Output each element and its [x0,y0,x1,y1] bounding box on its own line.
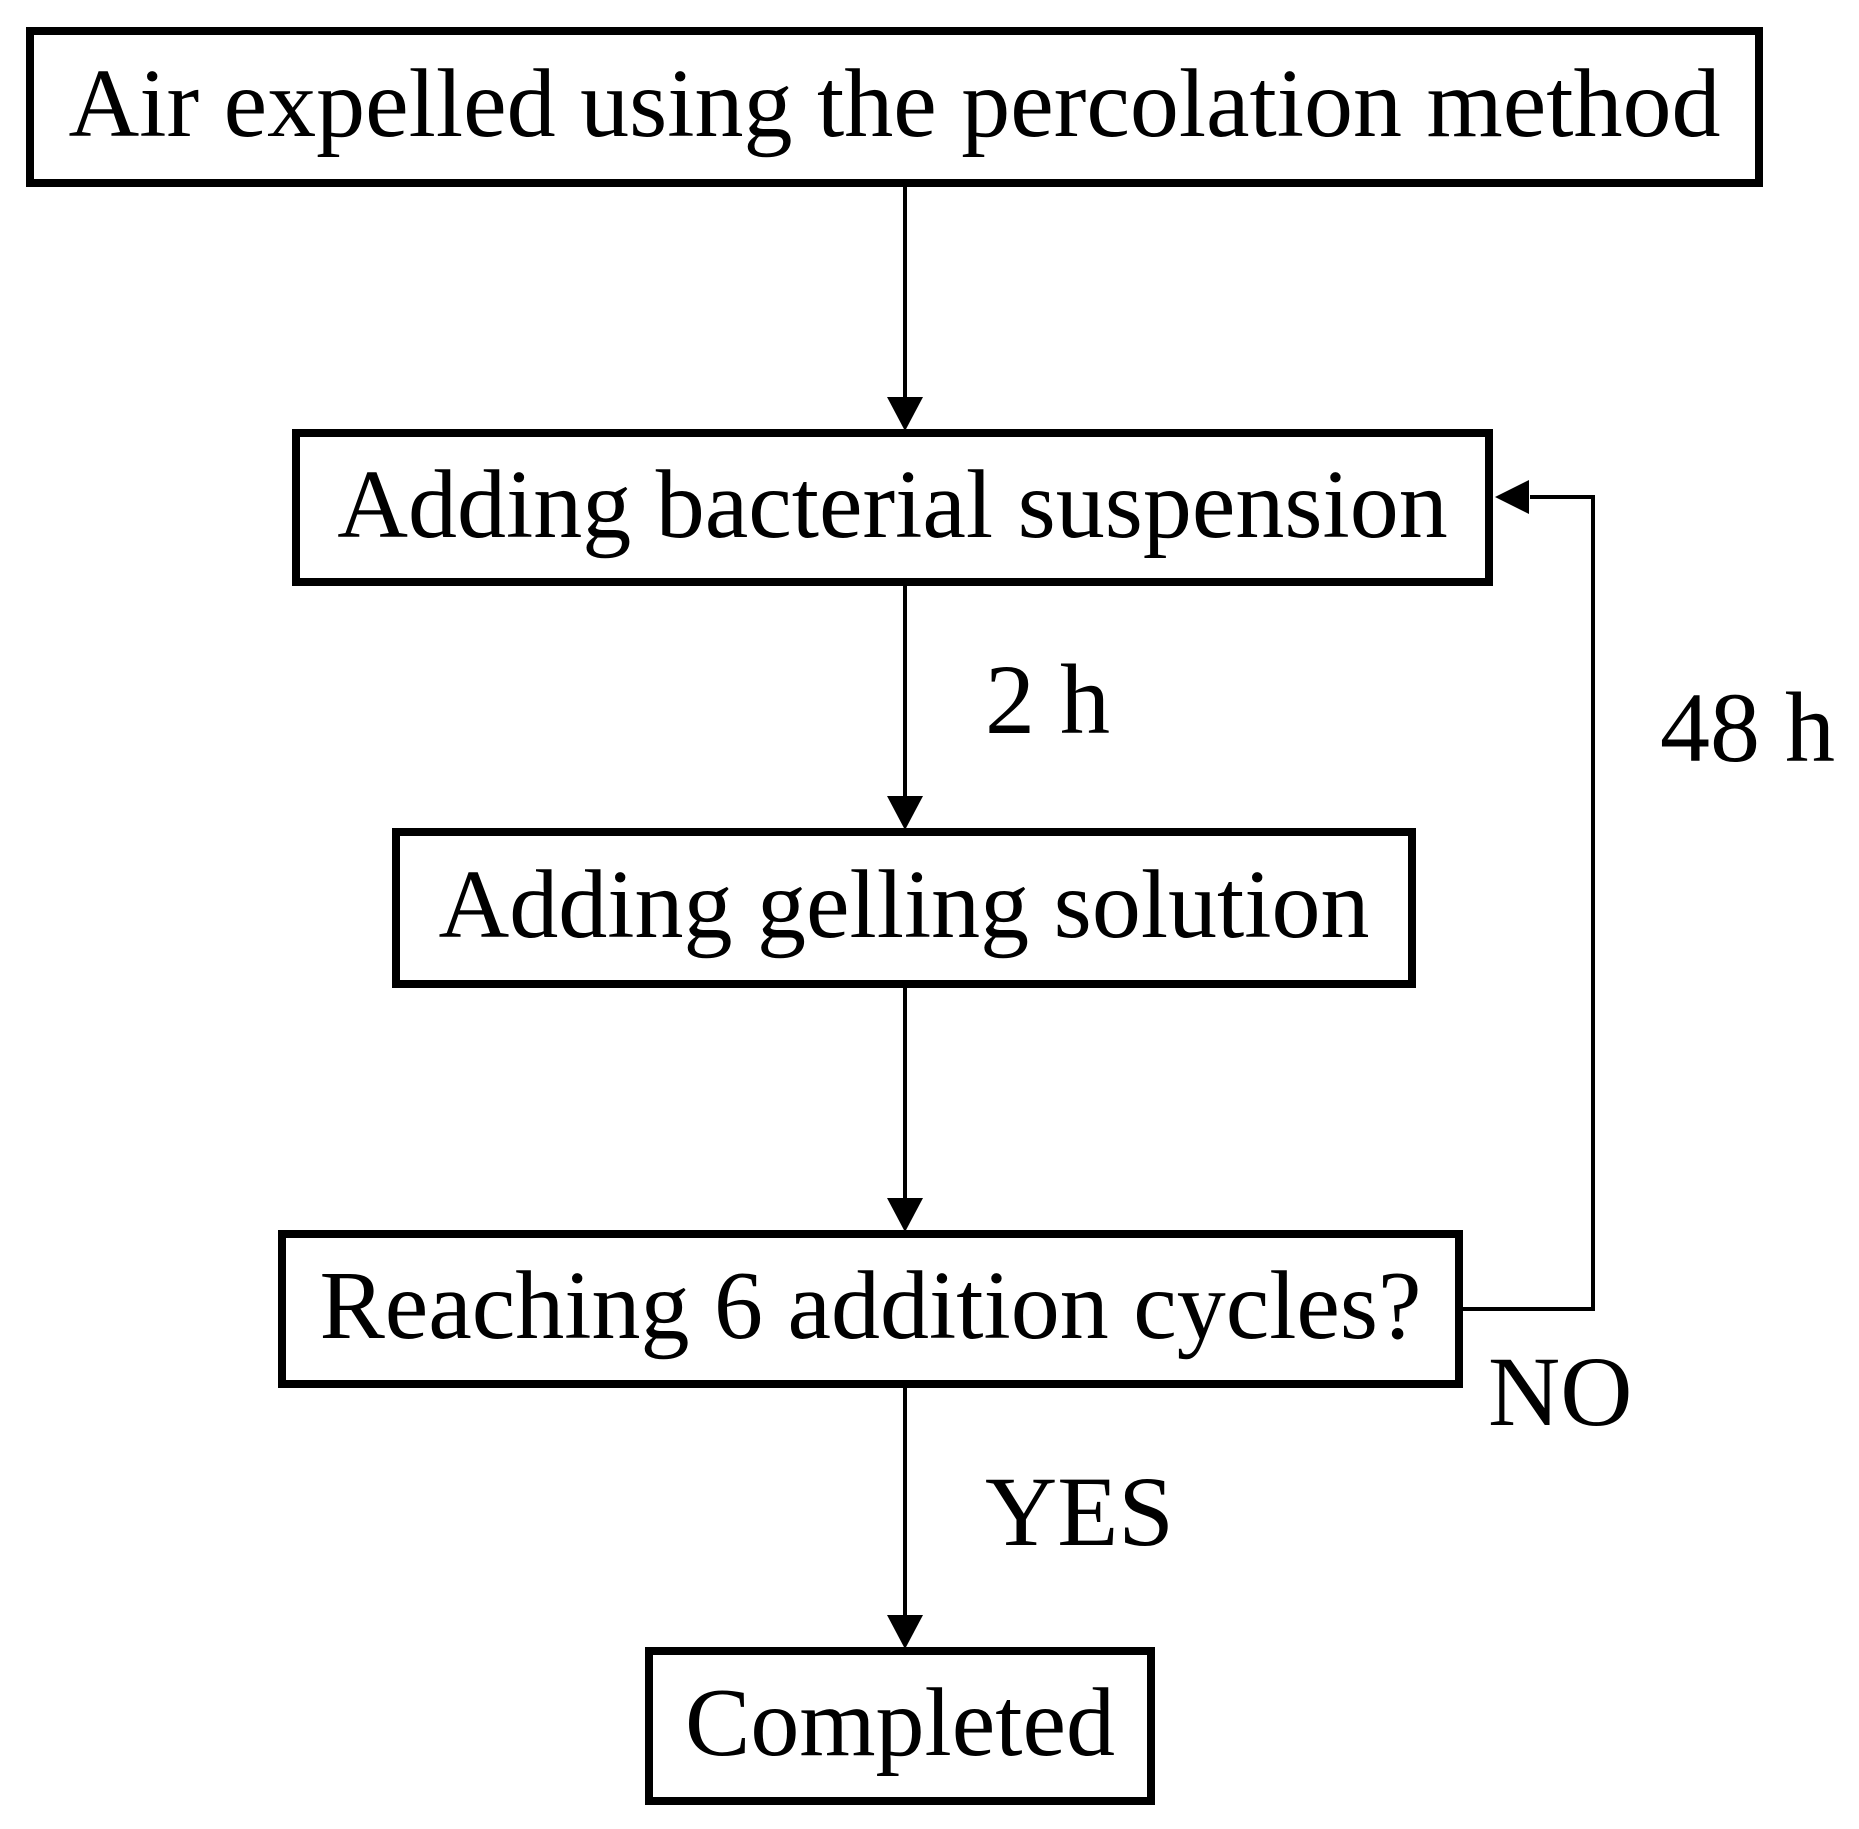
node-start: Air expelled using the percolation metho… [26,27,1763,187]
arrow-head [887,796,923,830]
node-decision-addition-cycles: Reaching 6 addition cycles? [278,1230,1463,1388]
edge-label-48h: 48 h [1660,672,1835,783]
node-adding-bacterial-suspension-label: Adding bacterial suspension [337,450,1448,559]
arrow-head [887,1615,923,1649]
edge-label-2h: 2 h [985,644,1110,755]
node-adding-gelling-solution-label: Adding gelling solution [438,851,1370,959]
node-completed-label: Completed [684,1669,1116,1777]
arrow-head [887,397,923,431]
arrow-head [1495,480,1529,514]
node-completed: Completed [645,1647,1155,1805]
arrow-head [887,1198,923,1232]
edge-label-yes: YES [985,1456,1174,1567]
node-decision-addition-cycles-label: Reaching 6 addition cycles? [319,1252,1422,1360]
arrow-start-to-bacterial [887,187,923,431]
arrow-bacterial-to-gelling [887,586,923,830]
node-adding-bacterial-suspension: Adding bacterial suspension [292,429,1493,586]
node-start-label: Air expelled using the percolation metho… [68,50,1721,158]
arrow-gelling-to-decision [887,988,923,1232]
feedback-arrow-decision-to-bacterial [1463,480,1595,1311]
edge-label-no: NO [1488,1336,1633,1447]
feedback-line [1463,495,1595,1311]
arrow-decision-to-completed [887,1388,923,1649]
node-adding-gelling-solution: Adding gelling solution [392,828,1416,988]
